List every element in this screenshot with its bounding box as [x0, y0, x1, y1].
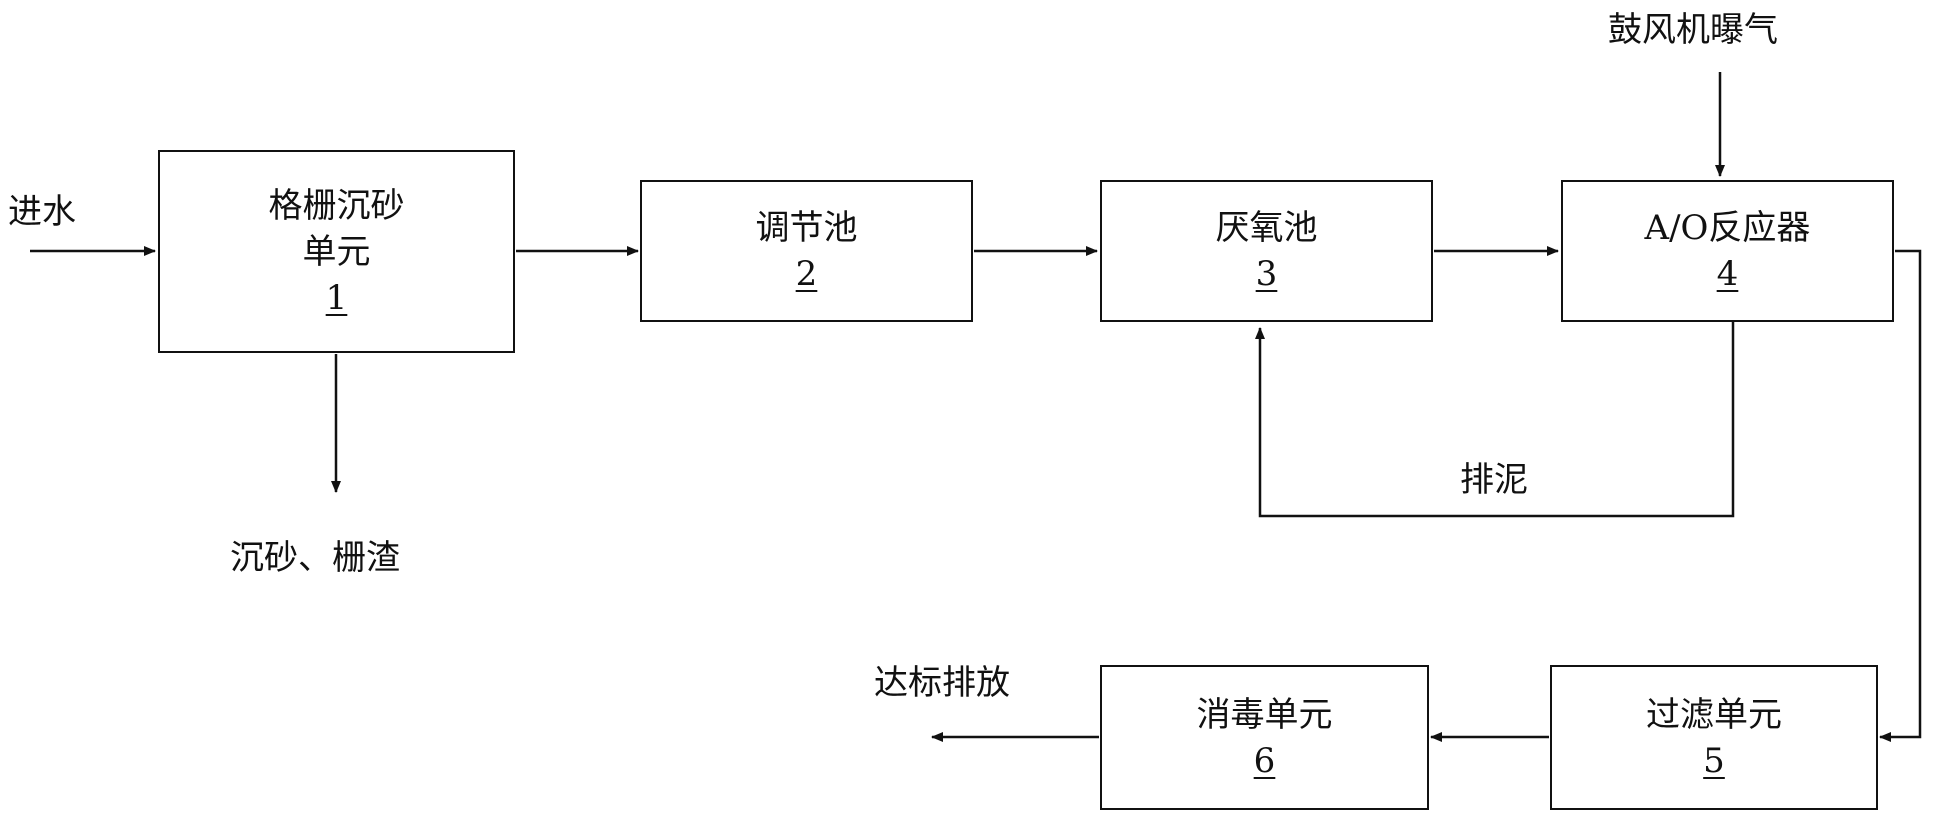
box-5-filter-unit: 过滤单元 5	[1550, 665, 1878, 810]
box-2-title: 调节池	[755, 208, 858, 248]
arrow-box-4-to-box-5	[1879, 249, 1922, 742]
box-2-equalization-tank: 调节池 2	[640, 180, 973, 322]
box-1-title: 格栅沉砂 单元	[268, 185, 405, 272]
blower-label: 鼓风机曝气	[1608, 10, 1778, 50]
box-4-title: A/O反应器	[1644, 208, 1811, 248]
sludge-return-label: 排泥	[1460, 460, 1528, 500]
box-5-title: 过滤单元	[1646, 694, 1782, 735]
sludge-return-line	[1255, 322, 1735, 518]
box-4-number: 4	[1716, 254, 1739, 294]
box-6-number: 6	[1253, 740, 1276, 781]
box-4-ao-reactor: A/O反应器 4	[1561, 180, 1894, 322]
box-6-title: 消毒单元	[1196, 694, 1333, 735]
box-1-grit-unit: 格栅沉砂 单元 1	[158, 150, 515, 353]
box-2-number: 2	[795, 254, 818, 294]
box-3-anaerobic-tank: 厌氧池 3	[1100, 180, 1433, 322]
grit-output-label: 沉砂、栅渣	[230, 538, 400, 578]
discharge-label: 达标排放	[874, 663, 1010, 703]
box-6-disinfection-unit: 消毒单元 6	[1100, 665, 1429, 810]
inlet-label: 进水	[8, 192, 76, 232]
box-3-title: 厌氧池	[1215, 208, 1318, 248]
box-5-number: 5	[1703, 740, 1725, 781]
box-3-number: 3	[1255, 254, 1278, 294]
box-1-number: 1	[325, 277, 348, 318]
